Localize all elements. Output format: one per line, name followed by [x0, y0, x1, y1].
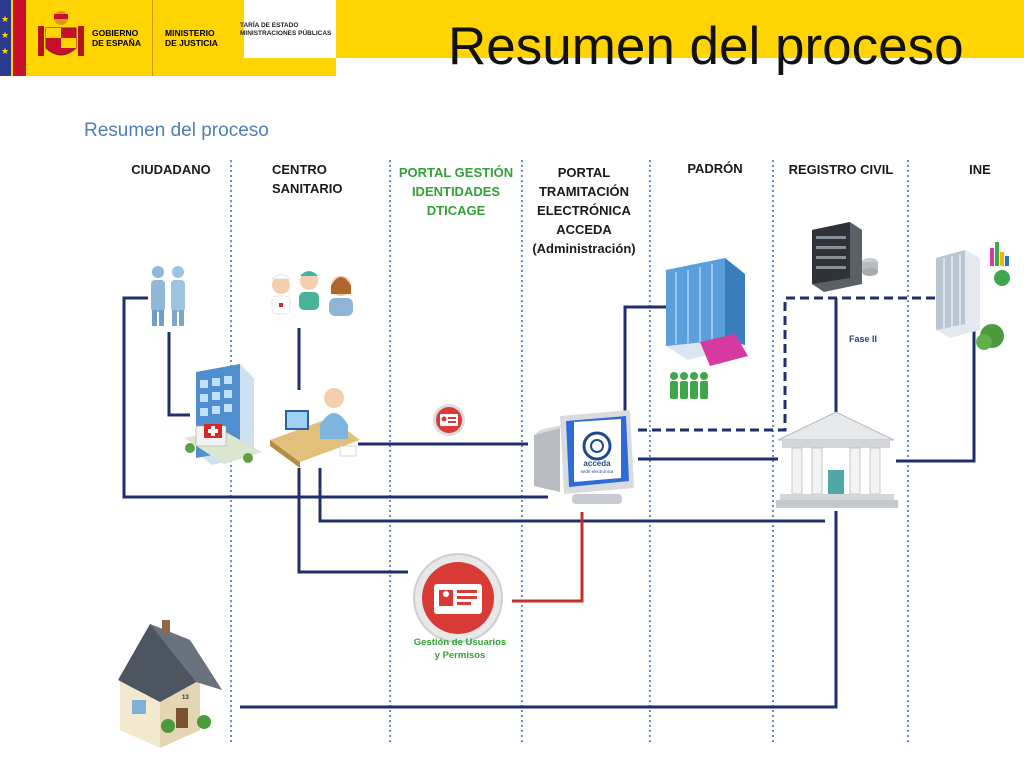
server-icon: [812, 222, 878, 292]
acceda-subtitle-text: sede electrónica: [581, 469, 614, 474]
column-portal-gestion: PORTAL GESTIÓN IDENTIDADES DTICAGE: [398, 165, 514, 218]
column-centro-sanitario: CENTRO SANITARIO: [272, 162, 343, 196]
star-icon: ★: [1, 14, 10, 24]
star-icon: ★: [1, 46, 10, 56]
padron-people-icon: [670, 372, 708, 399]
column-ciudadano: CIUDADANO: [131, 162, 211, 177]
section-subtitle: Resumen del proceso: [84, 120, 269, 141]
coat-of-arms-icon: [38, 11, 84, 56]
house-number: 13: [182, 695, 189, 701]
header-yellow-bar: [336, 0, 1024, 58]
secretaria-line2: MINISTRACIONES PÚBLICAS: [240, 30, 332, 37]
fase-ii-label: Fase II: [849, 334, 878, 344]
registro-civil-building-icon: [776, 411, 898, 508]
header-band: [0, 0, 1024, 76]
connector-doctor-registro: [318, 468, 825, 523]
portal-id-card-icon: [433, 404, 465, 436]
secretaria-text: TARÍA DE ESTADO MINISTRACIONES PÚBLICAS: [240, 22, 331, 38]
connector-ciudadano-acceda: [122, 296, 548, 499]
gobierno-logo: ★ ★ ★ GOBIERNO DE ESPAÑA MINISTERIO DE J…: [0, 0, 244, 76]
eu-flag-strip: ★ ★ ★: [0, 0, 26, 76]
connector-registro-ine: [896, 298, 976, 463]
page-title: Resumen del proceso: [448, 17, 964, 76]
column-registro-civil: REGISTRO CIVIL: [788, 162, 894, 177]
ministerio-text: MINISTERIO DE JUSTICIA: [165, 28, 218, 48]
dashed-lines: [638, 296, 935, 432]
ine-building-icon: [936, 242, 1010, 350]
column-portal-tramitacion: PORTAL TRAMITACIÓN ELECTRÓNICA ACCEDA (A…: [532, 165, 636, 256]
connector-doctor-gestion: [297, 468, 408, 574]
medical-staff-icon: [271, 271, 353, 316]
gobierno-text: GOBIERNO DE ESPAÑA: [92, 28, 141, 48]
gestion-usuarios-label: Gestión de Usuarios y Permisos: [413, 637, 507, 661]
ciudadano-people-icon: [151, 266, 185, 326]
doctor-desk-icon: [270, 388, 360, 468]
secretaria-line1: TARÍA DE ESTADO: [240, 22, 299, 29]
connector-ciudadano-hospital: [167, 332, 190, 417]
acceda-computer-icon: [534, 410, 634, 504]
connector-lines: [122, 296, 976, 709]
dashed-fase-ii: [638, 296, 935, 432]
star-icon: ★: [1, 30, 10, 40]
padron-building-icon: [666, 258, 748, 366]
connector-casa-registro: [240, 511, 838, 709]
column-padron: PADRÓN: [687, 161, 743, 176]
column-ine: INE: [969, 162, 991, 177]
logo-divider: [152, 0, 153, 76]
house-icon: [118, 620, 222, 748]
connector-acceda-padron: [623, 305, 668, 415]
acceda-logo-text: acceda: [583, 459, 611, 468]
hospital-icon: [184, 364, 262, 465]
connector-gestion-acceda: [512, 512, 584, 603]
gestion-usuarios-icon: [413, 553, 503, 643]
secretaria-box: [244, 0, 336, 58]
